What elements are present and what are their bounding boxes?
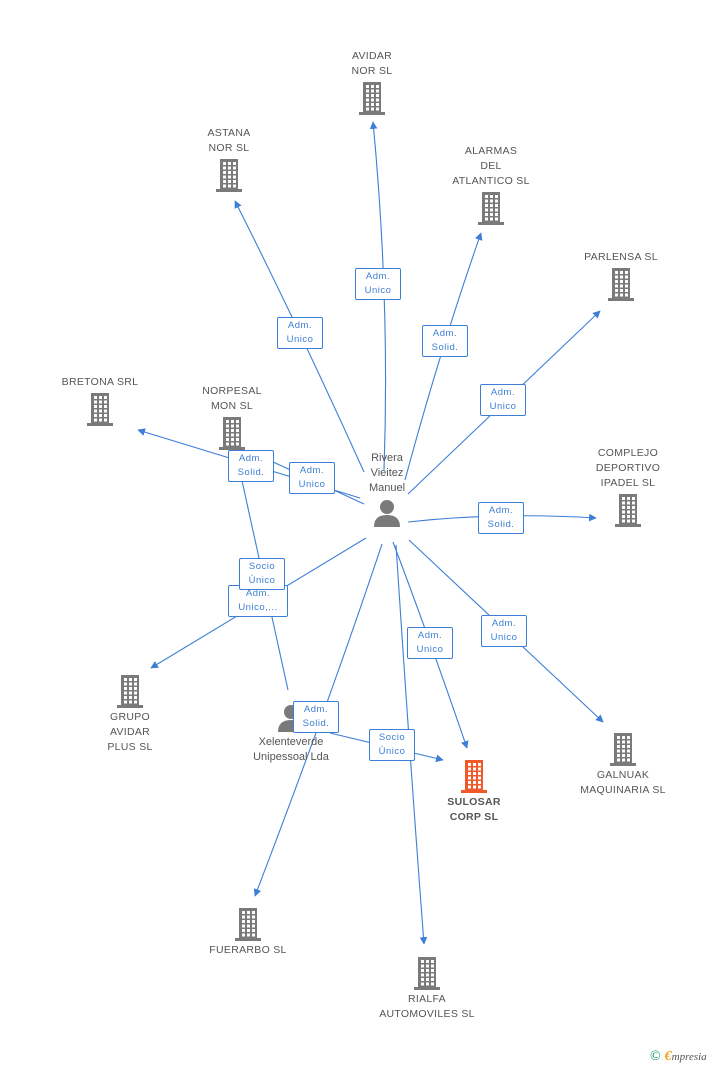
- node-rivera[interactable]: Rivera Vieitez Manuel: [317, 451, 457, 530]
- person-label: Rivera Vieitez Manuel: [368, 452, 406, 494]
- node-norpesal[interactable]: NORPESAL MON SL: [162, 384, 302, 452]
- empresia-logo: ©€mpresia: [650, 1049, 707, 1065]
- relation-label[interactable]: Socio Único: [239, 558, 285, 590]
- company-label: NORPESAL MON SL: [202, 385, 262, 412]
- company-label: ALARMAS DEL ATLANTICO SL: [452, 145, 530, 187]
- building-icon: [608, 268, 634, 301]
- building-icon: [87, 393, 113, 426]
- node-rialfa[interactable]: RIALFA AUTOMOVILES SL: [357, 954, 497, 1022]
- copyright-icon: ©: [650, 1049, 661, 1064]
- node-parlensa[interactable]: PARLENSA SL: [551, 250, 691, 303]
- node-avidar-nor[interactable]: AVIDAR NOR SL: [302, 49, 442, 117]
- relation-label[interactable]: Adm. Unico: [355, 268, 401, 300]
- company-label: RIALFA AUTOMOVILES SL: [379, 993, 475, 1020]
- company-label: PARLENSA SL: [584, 251, 658, 263]
- building-icon: [219, 417, 245, 450]
- company-label: ASTANA NOR SL: [207, 127, 251, 154]
- building-icon: [235, 908, 261, 941]
- node-sulosar[interactable]: SULOSAR CORP SL: [404, 757, 544, 825]
- person-icon: [374, 500, 400, 527]
- brand-initial: €: [664, 1049, 672, 1064]
- building-icon: [414, 957, 440, 990]
- building-icon: [610, 733, 636, 766]
- node-bretona[interactable]: BRETONA SRL: [30, 375, 170, 428]
- brand-name: mpresia: [671, 1051, 707, 1063]
- node-fuerarbo[interactable]: FUERARBO SL: [178, 905, 318, 958]
- building-icon: [478, 192, 504, 225]
- person-label: Xelenteverde Unipessoal Lda: [253, 736, 329, 763]
- building-icon: [461, 760, 487, 793]
- relation-label[interactable]: Adm. Unico: [277, 317, 323, 349]
- relation-label[interactable]: Adm. Solid.: [228, 450, 274, 482]
- relation-label[interactable]: Adm. Solid.: [422, 325, 468, 357]
- node-complejo[interactable]: COMPLEJO DEPORTIVO IPADEL SL: [558, 446, 698, 529]
- company-label: GRUPO AVIDAR PLUS SL: [107, 711, 153, 753]
- company-label: SULOSAR CORP SL: [447, 796, 501, 823]
- node-alarmas[interactable]: ALARMAS DEL ATLANTICO SL: [421, 144, 561, 227]
- company-label: GALNUAK MAQUINARIA SL: [580, 769, 666, 796]
- company-label: COMPLEJO DEPORTIVO IPADEL SL: [595, 447, 661, 489]
- relation-label[interactable]: Adm. Unico: [480, 384, 526, 416]
- building-icon: [216, 159, 242, 192]
- node-astana-nor[interactable]: ASTANA NOR SL: [159, 126, 299, 194]
- building-icon: [615, 494, 641, 527]
- building-icon: [359, 82, 385, 115]
- relation-label[interactable]: Adm. Solid.: [293, 701, 339, 733]
- building-icon: [117, 675, 143, 708]
- relation-label[interactable]: Adm. Unico: [407, 627, 453, 659]
- company-label: BRETONA SRL: [61, 376, 139, 388]
- relation-label[interactable]: Adm. Unico: [289, 462, 335, 494]
- node-galnuak[interactable]: GALNUAK MAQUINARIA SL: [553, 730, 693, 798]
- node-xelenteverde[interactable]: Xelenteverde Unipessoal Lda: [221, 701, 361, 765]
- company-label: FUERARBO SL: [209, 944, 287, 956]
- node-grupo-avidar[interactable]: GRUPO AVIDAR PLUS SL: [60, 672, 200, 755]
- relation-label[interactable]: Adm. Solid.: [478, 502, 524, 534]
- relation-label[interactable]: Socio Único: [369, 729, 415, 761]
- company-label: AVIDAR NOR SL: [351, 50, 393, 77]
- relation-label[interactable]: Adm. Unico: [481, 615, 527, 647]
